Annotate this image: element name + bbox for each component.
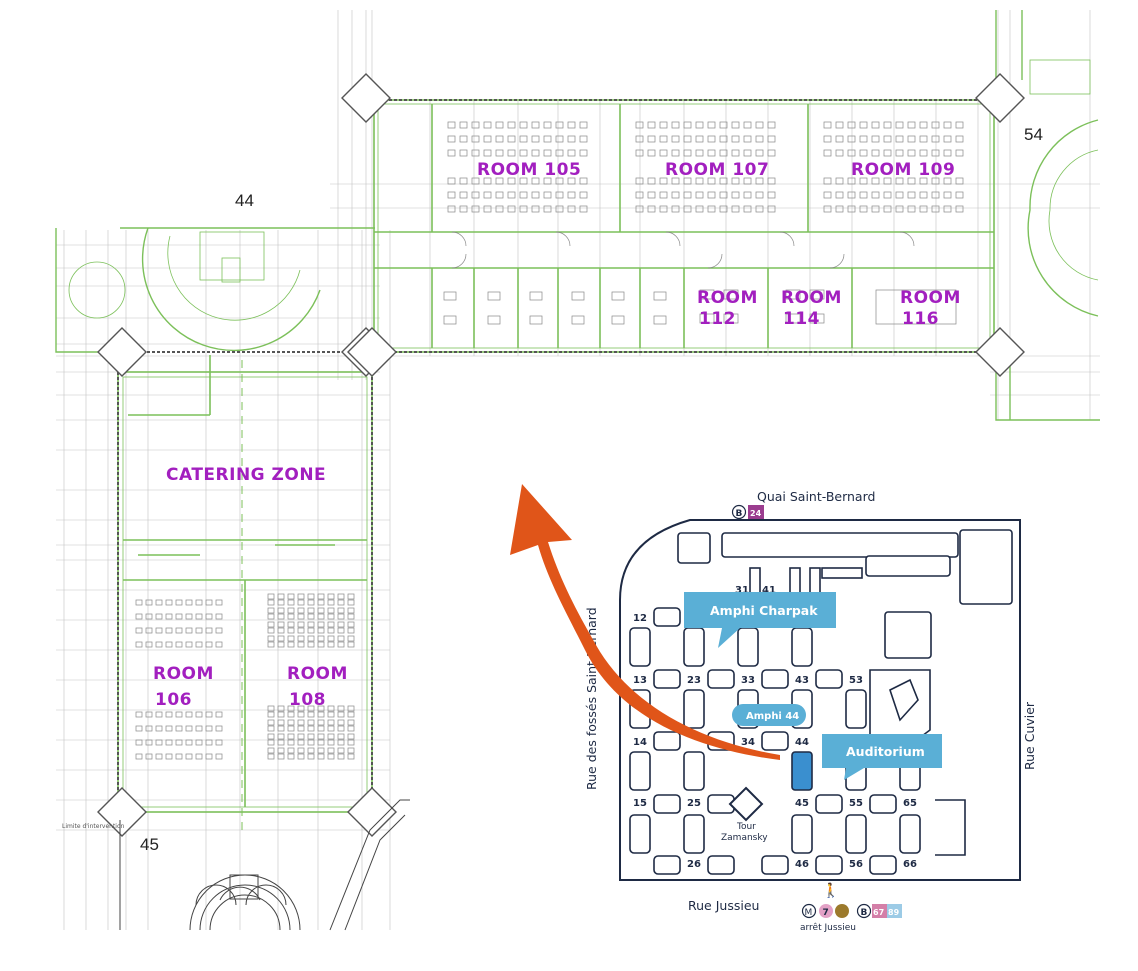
tables-112-116 <box>443 231 957 325</box>
catering-zone-label: CATERING ZONE <box>166 465 326 485</box>
room-112-label: ROOM <box>697 288 758 308</box>
bnum-56: 56 <box>849 859 863 870</box>
metro-line-badge <box>819 904 833 918</box>
seating-105-109 <box>447 121 964 213</box>
building-numbers: 12 13 14 15 23 25 26 31 33 34 41 43 44 4… <box>633 585 917 870</box>
bnum-66: 66 <box>903 859 917 870</box>
metro-icon <box>801 903 817 919</box>
callout-charpak-text: Amphi Charpak <box>710 603 818 618</box>
room-114-label: ROOM <box>781 288 842 308</box>
bnum-65: 65 <box>903 798 917 809</box>
bus-67-badge <box>872 904 887 918</box>
bnum-14: 14 <box>633 737 647 748</box>
room-114-number: 114 <box>783 309 820 329</box>
transit-north: B 24 <box>731 504 764 520</box>
bnum-25: 25 <box>687 798 701 809</box>
room-116-number: 116 <box>902 309 939 329</box>
wing-number-45: 45 <box>140 835 159 854</box>
corner-diamonds <box>97 73 1025 837</box>
bnum-46: 46 <box>795 859 809 870</box>
metro-line: 7 <box>823 908 829 918</box>
metro-line-badge-2 <box>835 904 849 918</box>
bus-icon-south <box>856 903 872 919</box>
metro-letter: M <box>805 908 813 918</box>
bnum-45: 45 <box>795 798 809 809</box>
bnum-31: 31 <box>735 585 749 596</box>
callout-amphi44-text: Amphi 44 <box>746 711 799 722</box>
wing-number-54: 54 <box>1024 125 1043 144</box>
room-105-label: ROOM 105 <box>477 160 581 180</box>
bnum-34: 34 <box>741 737 755 748</box>
bnum-41: 41 <box>762 585 776 596</box>
bus-line-north-badge <box>748 505 764 519</box>
room-112-number: 112 <box>699 309 736 329</box>
stop-name: arrêt Jussieu <box>800 922 856 933</box>
tower-icon <box>728 786 764 822</box>
room-116-label: ROOM <box>900 288 961 308</box>
campus-map: Tour Zamansky 12 13 14 15 23 25 26 31 33… <box>584 489 1037 933</box>
bnum-12: 12 <box>633 613 647 624</box>
bus-89: 89 <box>888 908 900 917</box>
stair-tower <box>55 227 375 353</box>
seating-106-108 <box>135 593 355 760</box>
bus-line-north: 24 <box>750 509 762 518</box>
bnum-55: 55 <box>849 798 863 809</box>
room-106-number: 106 <box>155 690 192 710</box>
pedestrian-icon: 🚶 <box>822 882 839 899</box>
direction-arrow <box>510 484 780 760</box>
tower-label-1: Tour <box>736 822 756 832</box>
bnum-43: 43 <box>795 675 809 686</box>
callout-auditorium: Auditorium <box>822 734 942 780</box>
bnum-33: 33 <box>741 675 755 686</box>
bnum-44: 44 <box>795 737 809 748</box>
bnum-13: 13 <box>633 675 647 686</box>
limit-label: Limite d'intervention <box>62 823 125 830</box>
bottom-stairs <box>119 799 410 931</box>
street-south: Rue Jussieu <box>688 898 759 913</box>
floor-plan: 44 45 54 Limite d'intervention ROOM 105 … <box>55 10 1100 931</box>
room-108-number: 108 <box>289 690 326 710</box>
campus-north-buildings <box>677 529 1013 659</box>
bus-89-badge <box>887 904 902 918</box>
room-106-label: ROOM <box>153 664 214 684</box>
bnum-53: 53 <box>849 675 863 686</box>
callout-auditorium-text: Auditorium <box>846 744 925 759</box>
bus-icon-north <box>731 504 747 520</box>
tower-label-2: Zamansky <box>721 833 768 843</box>
room-109-label: ROOM 109 <box>851 160 955 180</box>
bus-67: 67 <box>873 908 884 917</box>
callout-amphi44: Amphi 44 <box>732 704 806 726</box>
bus-letter-south: B <box>861 908 868 918</box>
auditorium-building-highlight <box>791 751 813 791</box>
bus-letter-north: B <box>736 509 743 519</box>
room-108-label: ROOM <box>287 664 348 684</box>
street-east: Rue Cuvier <box>1022 701 1037 770</box>
room-107-label: ROOM 107 <box>665 160 769 180</box>
transit-south: 🚶 M 7 B 67 89 arrêt Jussieu <box>800 882 902 933</box>
wing-number-44: 44 <box>235 191 254 210</box>
bnum-15: 15 <box>633 798 647 809</box>
bnum-26: 26 <box>687 859 701 870</box>
callout-charpak: Amphi Charpak <box>684 592 836 648</box>
bnum-23: 23 <box>687 675 701 686</box>
street-north: Quai Saint-Bernard <box>757 489 875 504</box>
